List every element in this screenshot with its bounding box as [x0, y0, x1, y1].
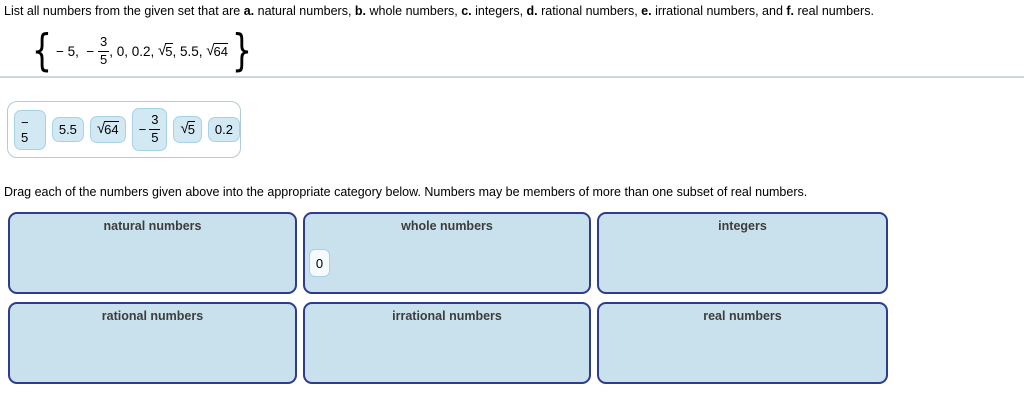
prompt-letter-b: b. [354, 4, 366, 18]
category-label: real numbers [703, 309, 782, 323]
problem-statement: List all numbers from the given set that… [4, 4, 874, 18]
category-label: whole numbers [401, 219, 493, 233]
prompt-intro: List all numbers from the given set that… [4, 4, 244, 18]
radical-icon: √ [206, 41, 215, 59]
category-label: natural numbers [103, 219, 202, 233]
section-divider [0, 76, 1024, 78]
radical-icon: √ [180, 120, 189, 138]
open-brace: { [31, 25, 53, 77]
category-natural-numbers[interactable]: natural numbers [8, 212, 297, 294]
close-brace: } [231, 25, 253, 77]
radical-icon: √ [158, 41, 167, 59]
category-grid: natural numbers whole numbers 0 integers… [8, 212, 889, 384]
number-chip-neg5[interactable]: − 5 [14, 109, 46, 150]
category-label: rational numbers [101, 309, 204, 323]
radical-icon: √ [96, 120, 106, 138]
category-label: irrational numbers [392, 309, 502, 323]
sqrt-64: √64 [206, 41, 228, 59]
prompt-letter-d: d. [526, 4, 538, 18]
number-chip-5point5[interactable]: 5.5 [51, 117, 84, 142]
category-rational-numbers[interactable]: rational numbers [8, 302, 297, 384]
set-part-3: , 5.5, [172, 43, 207, 59]
prompt-letter-f: f. [786, 4, 795, 18]
placed-chip-0[interactable]: 0 [309, 249, 330, 277]
number-chip-0point2[interactable]: 0.2 [207, 117, 240, 142]
set-part-1: − 5, − [56, 43, 99, 59]
category-label: integers [718, 219, 767, 233]
category-integers[interactable]: integers [597, 212, 888, 294]
prompt-letter-a: a. [243, 4, 255, 18]
drag-instruction: Drag each of the numbers given above int… [4, 185, 808, 199]
category-whole-numbers[interactable]: whole numbers 0 [303, 212, 591, 294]
prompt-letter-c: c. [461, 4, 472, 18]
category-real-numbers[interactable]: real numbers [597, 302, 888, 384]
prompt-letter-e: e. [641, 4, 652, 18]
set-part-2: , 0, 0.2, [109, 43, 159, 59]
number-chip-sqrt5[interactable]: √5 [173, 116, 202, 143]
category-irrational-numbers[interactable]: irrational numbers [303, 302, 591, 384]
sqrt-5: √5 [158, 41, 173, 59]
number-chip-sqrt64[interactable]: √64 [89, 116, 126, 143]
